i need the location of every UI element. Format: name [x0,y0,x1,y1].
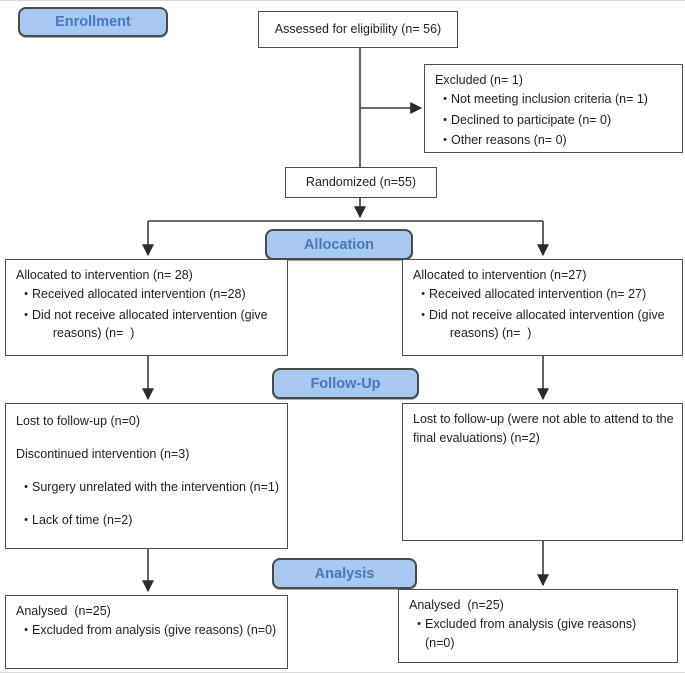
followup-right-text: Lost to follow-up (were not able to atte… [413,412,674,445]
list-item: • Did not receive allocated intervention… [417,306,674,344]
allocation-left-bullet-1: Received allocated intervention (n=28) [32,286,246,301]
followup-left-bullet-2: Lack of time (n=2) [32,513,133,528]
analysis-right-title: Analysed (n=25) [409,598,504,612]
followup-left-box: Lost to follow-up (n=0) Discontinued int… [5,403,288,549]
followup-right-box: Lost to follow-up (were not able to atte… [402,403,683,541]
list-item: • Excluded from analysis (give reasons) … [413,615,669,653]
allocation-right-box: Allocated to intervention (n=27) • Recei… [402,259,683,356]
list-item: • Other reasons (n= 0) [439,131,674,150]
bullet-icon: • [443,92,447,105]
allocation-right-title: Allocated to intervention (n=27) [413,268,587,282]
bullet-icon: • [24,623,28,636]
allocation-right-bullet-2: Did not receive allocated intervention (… [429,307,665,341]
followup-left-line1: Lost to follow-up (n=0) [16,414,141,428]
list-item: • Lack of time (n=2) [20,511,279,530]
analysis-right-box: Analysed (n=25) • Excluded from analysis… [398,589,678,663]
list-item: • Did not receive allocated intervention… [20,306,279,344]
analysis-right-bullet-1: Excluded from analysis (give reasons) (n… [425,616,640,650]
excluded-title: Excluded (n= 1) [435,73,523,87]
excluded-bullet-1: Not meeting inclusion criteria (n= 1) [451,91,648,106]
assessed-eligibility-box: Assessed for eligibility (n= 56) [258,11,458,48]
list-item: • Declined to participate (n= 0) [439,111,674,130]
excluded-bullet-2: Declined to participate (n= 0) [451,112,612,127]
bullet-icon: • [421,287,425,300]
excluded-bullet-3: Other reasons (n= 0) [451,133,567,148]
randomized-box: Randomized (n=55) [285,167,437,198]
randomized-text: Randomized (n=55) [305,175,417,190]
stage-badge-allocation: Allocation [265,229,413,260]
analysis-left-title: Analysed (n=25) [16,604,111,618]
excluded-box: Excluded (n= 1) • Not meeting inclusion … [424,64,683,153]
allocation-left-bullet-2: Did not receive allocated intervention (… [32,307,268,341]
list-item: • Surgery unrelated with the interventio… [20,478,279,497]
list-item: • Not meeting inclusion criteria (n= 1) [439,90,674,109]
bullet-icon: • [417,617,421,630]
analysis-left-box: Analysed (n=25) • Excluded from analysis… [5,595,288,669]
bullet-icon: • [24,480,28,493]
list-item: • Received allocated intervention (n= 27… [417,285,674,304]
list-item: • Excluded from analysis (give reasons) … [20,621,279,640]
assessed-eligibility-text: Assessed for eligibility (n= 56) [274,22,442,37]
bullet-icon: • [24,287,28,300]
allocation-left-box: Allocated to intervention (n= 28) • Rece… [5,259,288,356]
bullet-icon: • [443,113,447,126]
followup-left-line2: Discontinued intervention (n=3) [16,446,190,461]
bullet-icon: • [421,308,425,321]
stage-badge-analysis: Analysis [272,558,417,589]
stage-badge-followup: Follow-Up [272,368,419,399]
bullet-icon: • [24,514,28,527]
analysis-left-bullet-1: Excluded from analysis (give reasons) (n… [32,622,277,637]
stage-badge-enrollment: Enrollment [18,7,168,37]
bullet-icon: • [24,308,28,321]
allocation-right-bullet-1: Received allocated intervention (n= 27) [429,286,647,301]
allocation-left-title: Allocated to intervention (n= 28) [16,268,193,282]
bullet-icon: • [443,134,447,147]
followup-left-bullet-1: Surgery unrelated with the intervention … [32,479,280,494]
list-item: • Received allocated intervention (n=28) [20,285,279,304]
